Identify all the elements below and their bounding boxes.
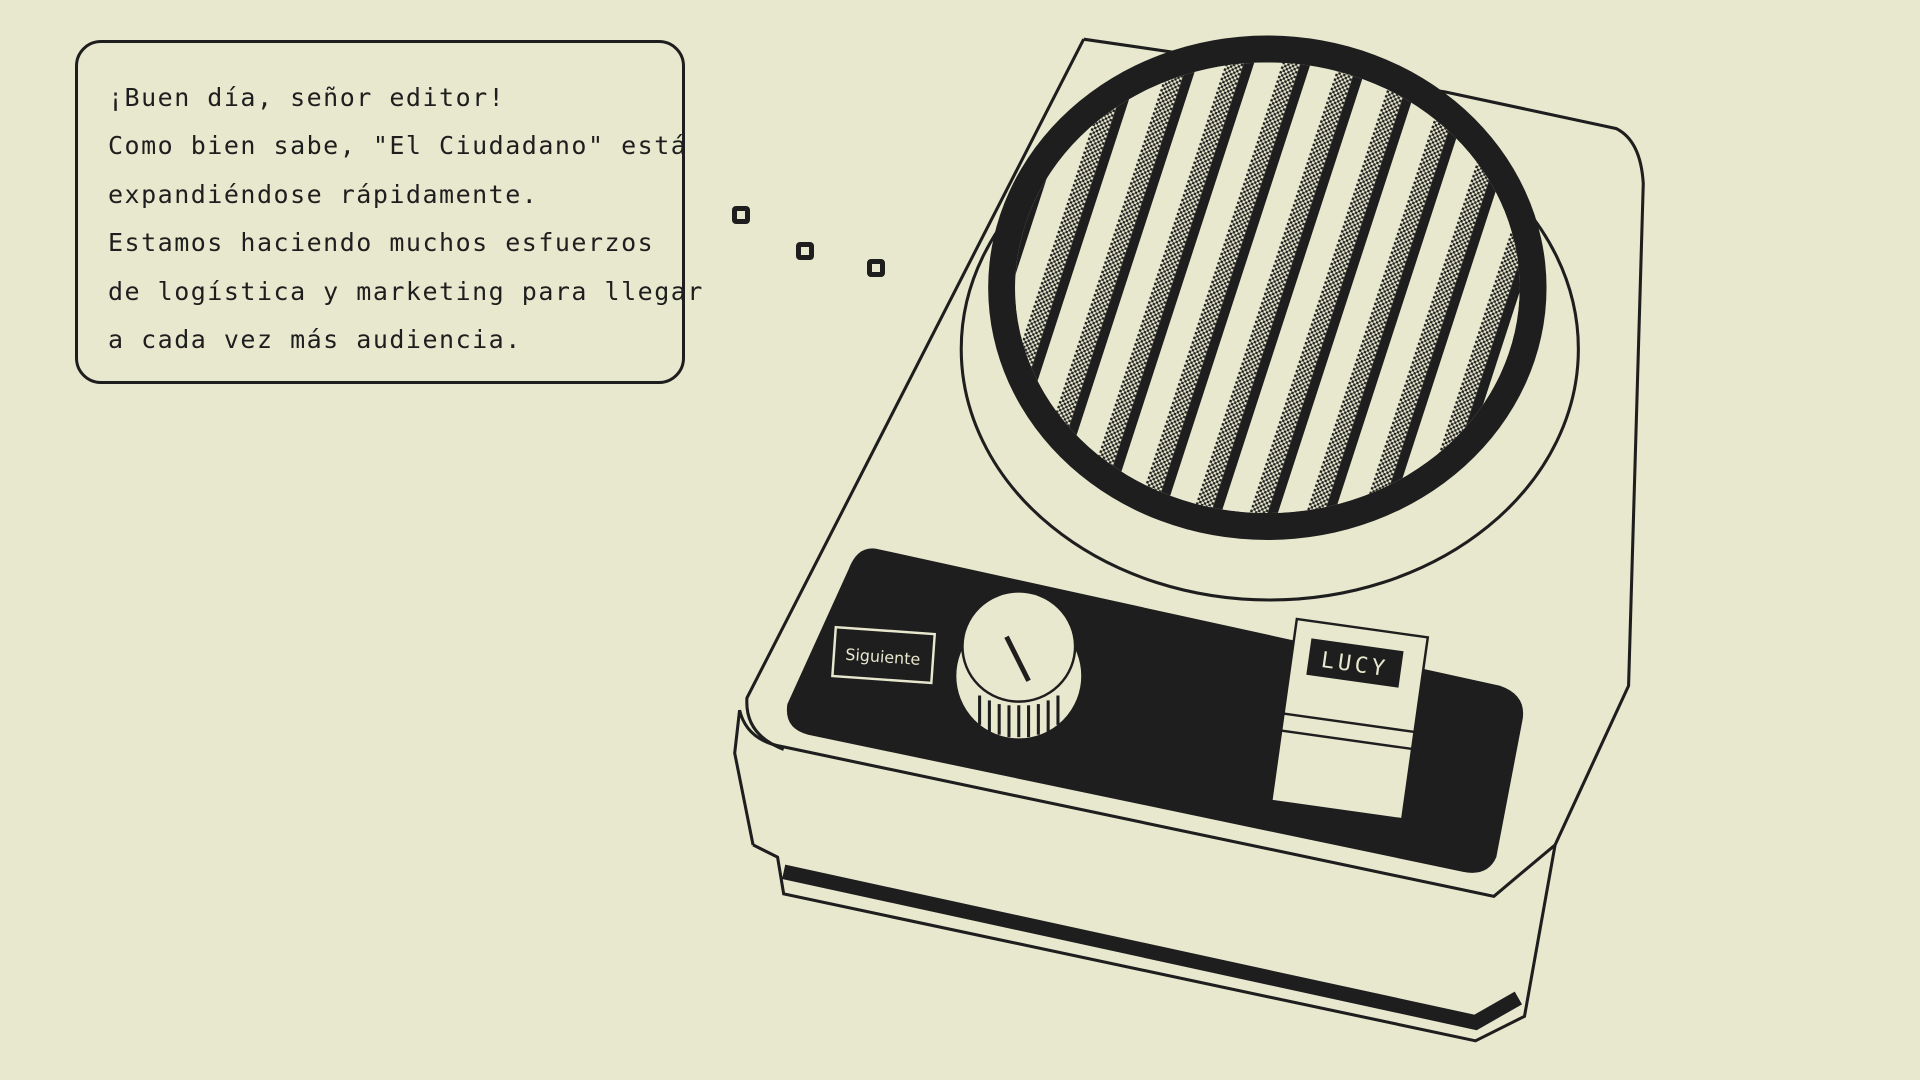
dialogue-line: Como bien sabe, "El Ciudadano" está [108,131,688,160]
dialogue-line: Estamos haciendo muchos esfuerzos [108,228,655,257]
dialogue-line: ¡Buen día, señor editor! [108,83,506,112]
speaker-grille [1015,62,1520,514]
station-slider[interactable]: LUCY [1269,617,1430,821]
dialogue-line: a cada vez más audiencia. [108,325,522,354]
thought-dot [867,259,885,277]
next-button[interactable]: Siguiente [831,625,937,685]
device-body [733,37,1645,898]
thought-dot [796,242,814,260]
thought-dot [732,206,750,224]
knob-indicator [1004,635,1031,682]
dialogue-speech-bubble: ¡Buen día, señor editor! Como bien sabe,… [75,40,702,384]
dialogue-line: expandiéndose rápidamente. [108,180,539,209]
tuning-knob[interactable] [953,590,1084,741]
device-base [752,843,1557,1043]
dialogue-line: de logística y marketing para llegar [108,277,704,306]
